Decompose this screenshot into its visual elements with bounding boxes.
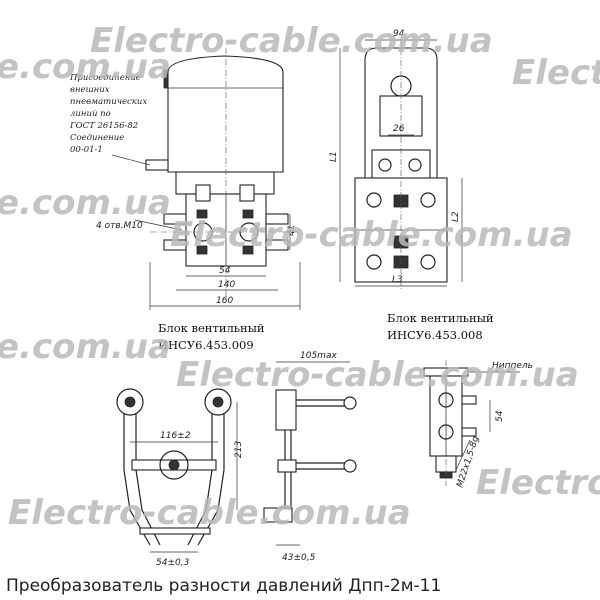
connection-note: Присоединение внешних пневматических лин… bbox=[69, 73, 147, 155]
side-view bbox=[339, 38, 463, 290]
dim-L3: L3 bbox=[392, 275, 403, 285]
block-1-drawing bbox=[116, 388, 238, 553]
note-line-2: внешних bbox=[70, 85, 110, 95]
front-view bbox=[111, 48, 301, 310]
nipple-label: Ниппель bbox=[492, 361, 533, 371]
watermark-left-2: e.com.ua bbox=[0, 183, 171, 223]
watermark-left-3: e.com.ua bbox=[0, 327, 171, 367]
note-line-5: ГОСТ 26156-82 bbox=[69, 121, 138, 131]
dim-54-front: 54 bbox=[219, 266, 231, 276]
dim-41: 41 bbox=[287, 225, 297, 236]
watermark-bottom: Electro-cable.com.ua bbox=[8, 493, 411, 533]
block-2-title: Блок вентильный bbox=[387, 311, 494, 325]
dim-54-block2: 54 bbox=[495, 410, 505, 422]
block-1-title: Блок вентильный bbox=[158, 321, 265, 335]
block-1-side-view bbox=[263, 361, 357, 546]
watermark-mid: Electro-cable.com.ua bbox=[170, 215, 573, 255]
note-line-3: пневматических bbox=[70, 97, 147, 107]
watermark-right-2: Electro- bbox=[476, 463, 600, 503]
watermarks: Electro-cable.com.ua e.com.ua Electro- e… bbox=[0, 21, 600, 533]
dim-26: 26 bbox=[393, 124, 405, 134]
dim-54-block1: 54±0,3 bbox=[156, 558, 190, 568]
dim-L1: L1 bbox=[329, 151, 339, 162]
watermark-left-1: e.com.ua bbox=[0, 47, 171, 87]
dim-94: 94 bbox=[393, 29, 405, 39]
block-2-drawing bbox=[423, 360, 520, 486]
holes-label: 4 отв.М10 bbox=[96, 221, 143, 231]
dim-105: 105max bbox=[300, 351, 337, 361]
dim-140: 140 bbox=[218, 280, 235, 290]
dim-213: 213 bbox=[234, 441, 244, 458]
note-line-4: линий по bbox=[70, 109, 111, 119]
caption: Преобразователь разности давлений Дпп-2м… bbox=[6, 576, 441, 596]
dim-43: 43±0,5 bbox=[282, 553, 316, 563]
watermark-right-1: Electro- bbox=[512, 53, 600, 93]
dim-160: 160 bbox=[216, 296, 233, 306]
watermark-top: Electro-cable.com.ua bbox=[90, 21, 493, 61]
block-1-code: ИНСУ6.453.009 bbox=[158, 338, 254, 352]
note-line-7: 00-01-1 bbox=[70, 145, 103, 155]
note-line-1: Присоединение bbox=[69, 73, 141, 83]
block-2-code: ИНСУ6.453.008 bbox=[387, 328, 483, 342]
watermark-lower: Electro-cable.com.ua bbox=[176, 355, 579, 395]
note-line-6: Соединение bbox=[70, 133, 124, 143]
dim-116: 116±2 bbox=[160, 431, 191, 441]
dim-L2: L2 bbox=[451, 211, 461, 222]
